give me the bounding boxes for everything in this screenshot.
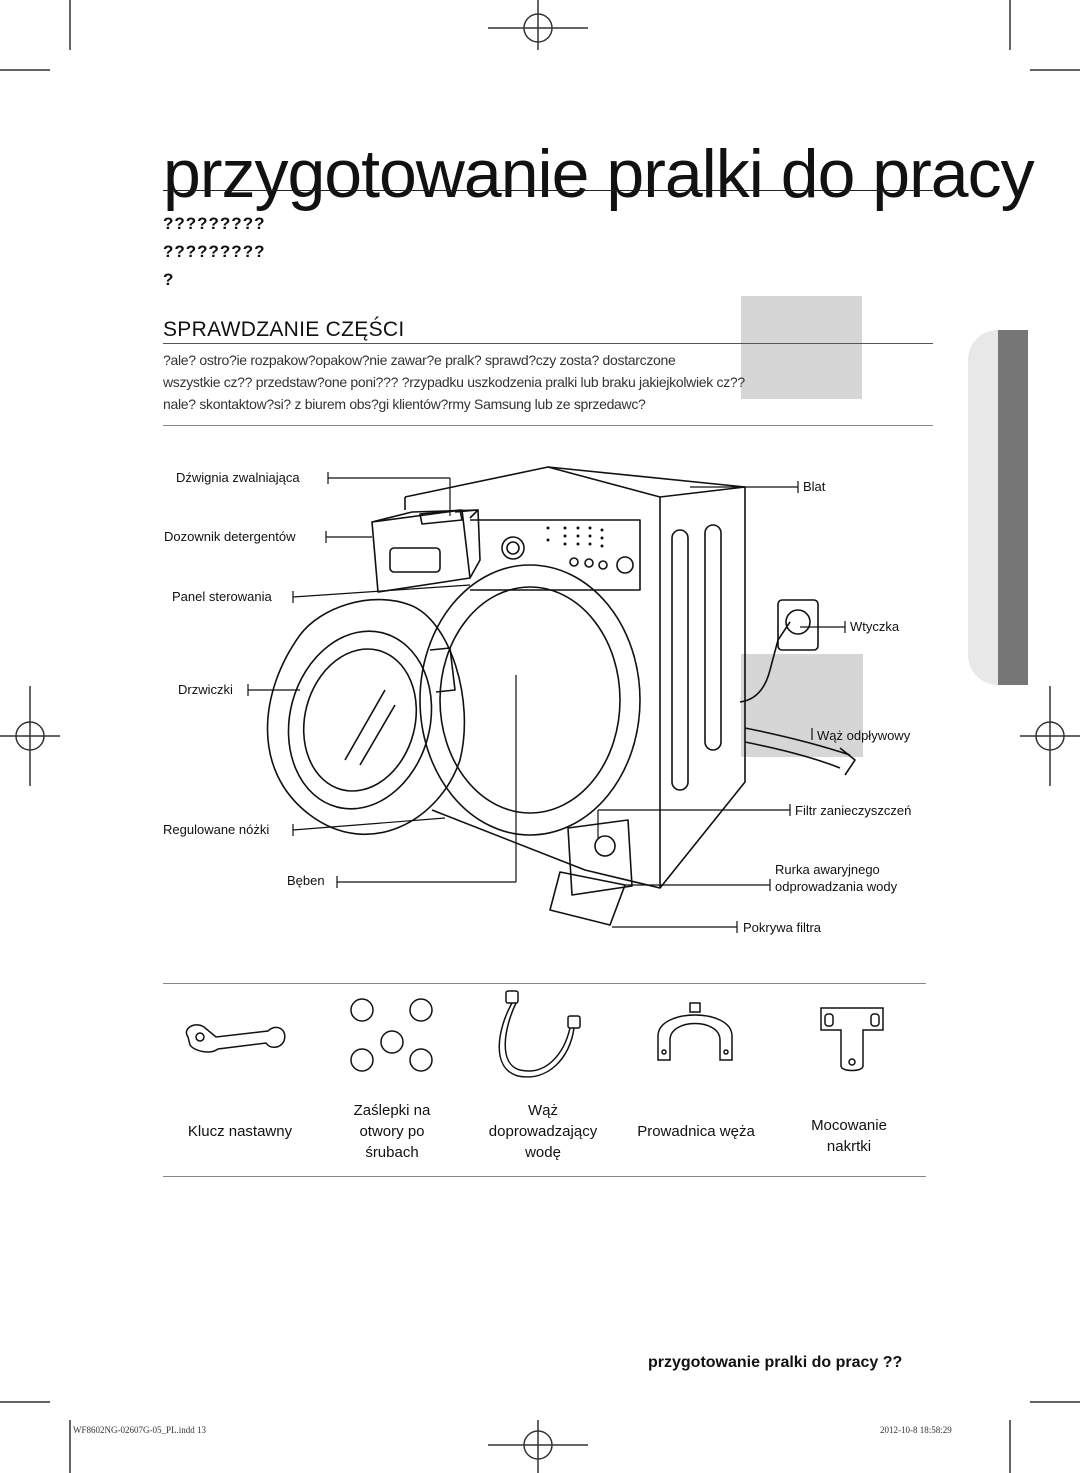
- label-adjustable-feet: Regulowane nóżki: [163, 822, 270, 837]
- title-underline: [163, 190, 933, 191]
- label-top-panel: Blat: [803, 479, 826, 494]
- hole-caps-icon: [350, 998, 433, 1072]
- garbled-line-3: ?: [163, 270, 175, 289]
- accessory-label-water-hose: Wąż doprowadzający wodę: [488, 1102, 598, 1161]
- intro-line-1: ?ale? ostro?ie rozpakow?opakow?nie zawar…: [163, 352, 676, 368]
- garbled-line-1: ?????????: [163, 214, 266, 233]
- accessories-bottom-rule: [163, 1176, 926, 1177]
- label-emergency-drain-2: odprowadzania wody: [775, 879, 898, 894]
- footer-file-name: WF8602NG-02607G-05_PL.indd 13: [73, 1425, 206, 1435]
- section-title: SPRAWDZANIE CZĘŚCI: [163, 318, 405, 341]
- intro-rule: [163, 425, 933, 426]
- label-emergency-drain-1: Rurka awaryjnego: [775, 862, 880, 877]
- gray-box-top: [741, 296, 862, 399]
- side-tab-light: [968, 330, 998, 685]
- footer-title: przygotowanie pralki do pracy ??: [648, 1354, 903, 1371]
- section-rule: [163, 343, 933, 344]
- garbled-line-2: ?????????: [163, 242, 266, 261]
- accessory-label-nut-holder: Mocowanie nakrtki: [811, 1117, 887, 1155]
- footer-date: 2012-10-8 18:58:29: [880, 1425, 952, 1435]
- label-filter-cover: Pokrywa filtra: [743, 920, 822, 935]
- accessory-label-wrench: Klucz nastawny: [187, 1123, 293, 1140]
- accessories-top-rule: [163, 983, 926, 984]
- page-title: przygotowanie pralki do pracy: [163, 136, 1035, 212]
- accessory-label-hole-caps: Zaślepki na otwory po śrubach: [353, 1102, 431, 1161]
- label-plug: Wtyczka: [850, 619, 900, 634]
- label-door: Drzwiczki: [178, 682, 233, 697]
- intro-line-3: nale? skontaktow?si? z biurem obs?gi kli…: [163, 396, 646, 412]
- intro-line-2: wszystkie cz?? przedstaw?one poni??? ?rz…: [163, 374, 745, 390]
- footer-page-number: ??: [882, 1354, 903, 1371]
- label-debris-filter: Filtr zanieczyszczeń: [795, 803, 912, 818]
- label-control-panel: Panel sterowania: [172, 589, 272, 604]
- hose-guide-icon: [657, 1002, 733, 1061]
- gray-box-middle: [741, 654, 863, 757]
- side-tab-dark: [998, 330, 1028, 685]
- label-release-lever: Dźwignia zwalniająca: [176, 470, 300, 485]
- label-drum: Bęben: [287, 873, 325, 888]
- label-drain-hose: Wąż odpływowy: [817, 728, 911, 743]
- wrench-icon: [185, 1024, 286, 1053]
- label-detergent-drawer: Dozownik detergentów: [164, 529, 296, 544]
- nut-holder-icon: [820, 1007, 884, 1072]
- water-hose-icon: [498, 990, 581, 1078]
- accessory-label-hose-guide: Prowadnica węża: [637, 1123, 755, 1140]
